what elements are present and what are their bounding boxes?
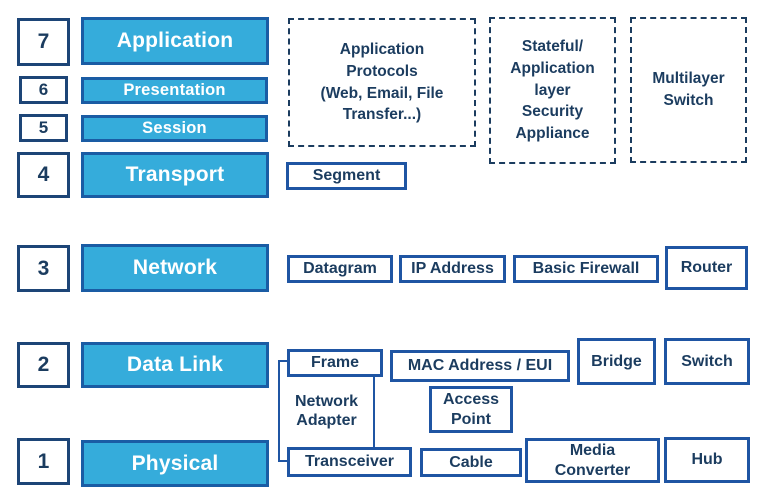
box-datagram: Datagram — [287, 255, 393, 283]
box-bridge: Bridge — [577, 338, 656, 385]
dashed-box-application-protocols: Application Protocols (Web, Email, File … — [288, 18, 476, 147]
box-transceiver: Transceiver — [287, 447, 412, 477]
box-ip-address: IP Address — [399, 255, 506, 283]
layer-number-3: 3 — [17, 245, 70, 292]
dashed-box-multilayer-switch: Multilayer Switch — [630, 17, 747, 163]
dashed-box-stateful-security-appliance: Stateful/ Application layer Security App… — [489, 17, 616, 164]
box-mac-address-eui: MAC Address / EUI — [390, 350, 570, 382]
box-media-converter: Media Converter — [525, 438, 660, 483]
box-basic-firewall: Basic Firewall — [513, 255, 659, 283]
box-network-adapter: Network Adapter — [278, 360, 375, 462]
layer-number-5: 5 — [19, 114, 68, 142]
layer-box-transport: Transport — [81, 152, 269, 198]
box-access-point: Access Point — [429, 386, 513, 433]
layer-box-session: Session — [81, 115, 268, 142]
box-segment: Segment — [286, 162, 407, 190]
box-hub: Hub — [664, 437, 750, 483]
box-frame: Frame — [287, 349, 383, 377]
layer-box-network: Network — [81, 244, 269, 292]
layer-box-data-link: Data Link — [81, 342, 269, 388]
layer-box-presentation: Presentation — [81, 77, 268, 104]
layer-number-1: 1 — [17, 438, 70, 485]
layer-box-application: Application — [81, 17, 269, 65]
layer-box-physical: Physical — [81, 440, 269, 487]
box-router: Router — [665, 246, 748, 290]
layer-number-6: 6 — [19, 76, 68, 104]
box-cable: Cable — [420, 448, 522, 477]
box-switch: Switch — [664, 338, 750, 385]
layer-number-2: 2 — [17, 342, 70, 388]
layer-number-7: 7 — [17, 18, 70, 66]
layer-number-4: 4 — [17, 152, 70, 198]
